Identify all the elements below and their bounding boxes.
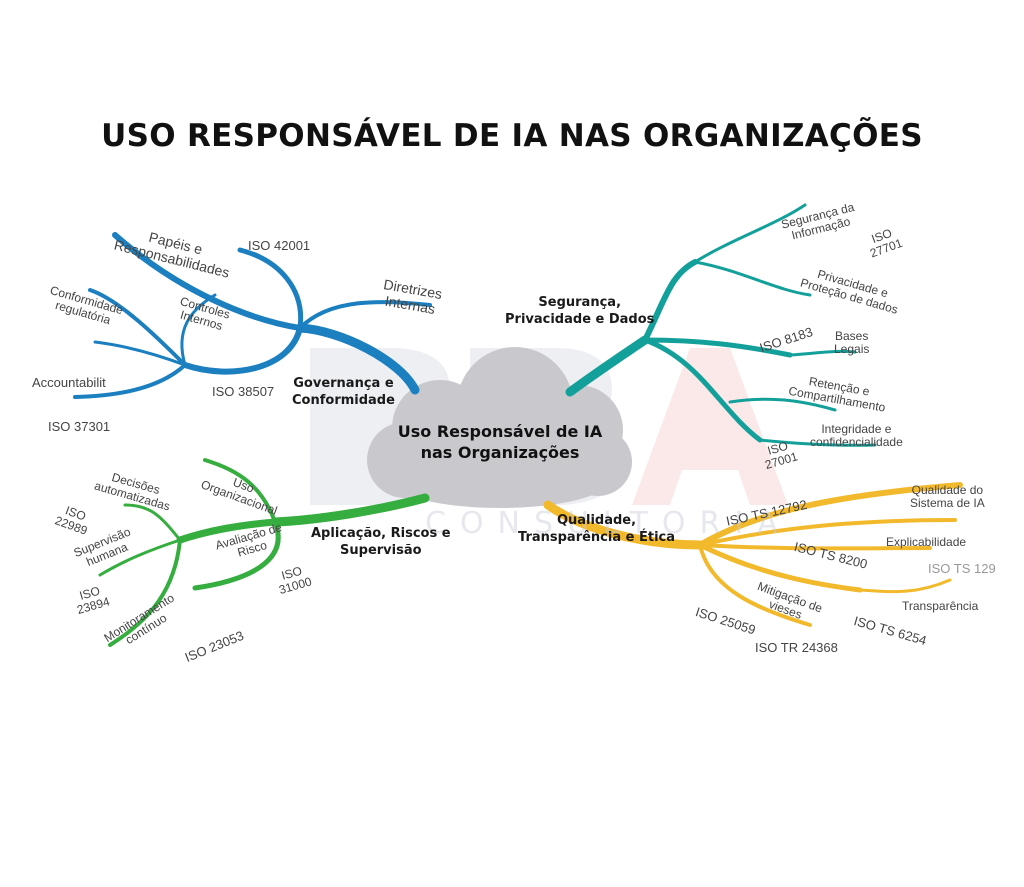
node-qualidade-line1: Qualidade do <box>911 483 984 497</box>
security-branch-lines <box>565 203 877 447</box>
node-iso-38507: ISO 38507 <box>212 384 275 399</box>
central-topic-line2: nas Organizações <box>420 442 580 462</box>
branch-title-quality: Qualidade, Transparência e Ética <box>518 513 675 547</box>
node-bases-legais: Bases Legais <box>834 329 870 357</box>
watermark-text: CONSULTORIA <box>425 506 792 541</box>
branch-title-application-line2: Supervisão <box>340 542 422 558</box>
node-integridade-line2: confidencialidade <box>810 435 903 450</box>
branch-title-application: Aplicação, Riscos e Supervisão <box>311 526 451 560</box>
branch-title-governance-line1: Governança e <box>293 376 394 391</box>
central-topic: Uso Responsável de IA nas Organizações <box>380 422 620 464</box>
node-iso-ts-129: ISO TS 129 <box>928 561 996 576</box>
node-integridade-confidencialidade: Integridade e confidencialidade <box>810 422 903 450</box>
node-qualidade-sistema: Qualidade do Sistema de IA <box>910 483 985 511</box>
node-transparencia: Transparência <box>902 599 979 613</box>
page-title: USO RESPONSÁVEL DE IA NAS ORGANIZAÇÕES <box>101 118 923 154</box>
quality-branch-lines <box>543 482 963 627</box>
branch-title-quality-line2: Transparência e Ética <box>518 529 676 545</box>
governance-branch-lines <box>73 232 432 399</box>
branch-title-security: Segurança, Privacidade e Dados <box>505 295 654 329</box>
branch-title-governance: Governança e Conformidade <box>292 376 395 410</box>
node-iso-42001: ISO 42001 <box>248 238 311 253</box>
central-topic-line1: Uso Responsável de IA <box>397 422 603 441</box>
node-iso-tr-24368: ISO TR 24368 <box>755 640 838 655</box>
node-iso-37301: ISO 37301 <box>48 419 111 434</box>
node-qualidade-line2: Sistema de IA <box>910 496 985 511</box>
central-cloud <box>367 347 632 508</box>
node-integridade-line1: Integridade e <box>821 422 892 436</box>
branch-title-security-line1: Segurança, <box>538 295 622 310</box>
branch-title-security-line2: Privacidade e Dados <box>505 311 655 327</box>
node-bases-line2: Legais <box>834 342 870 357</box>
branch-title-application-line1: Aplicação, Riscos e <box>311 526 451 541</box>
branch-title-quality-line1: Qualidade, <box>556 513 637 528</box>
node-bases-line1: Bases <box>835 329 869 343</box>
branch-title-governance-line2: Conformidade <box>292 392 395 408</box>
application-branch-lines <box>98 458 430 647</box>
node-accountability: Accountabilit <box>32 375 106 390</box>
node-explicabilidade: Explicabilidade <box>886 535 967 549</box>
